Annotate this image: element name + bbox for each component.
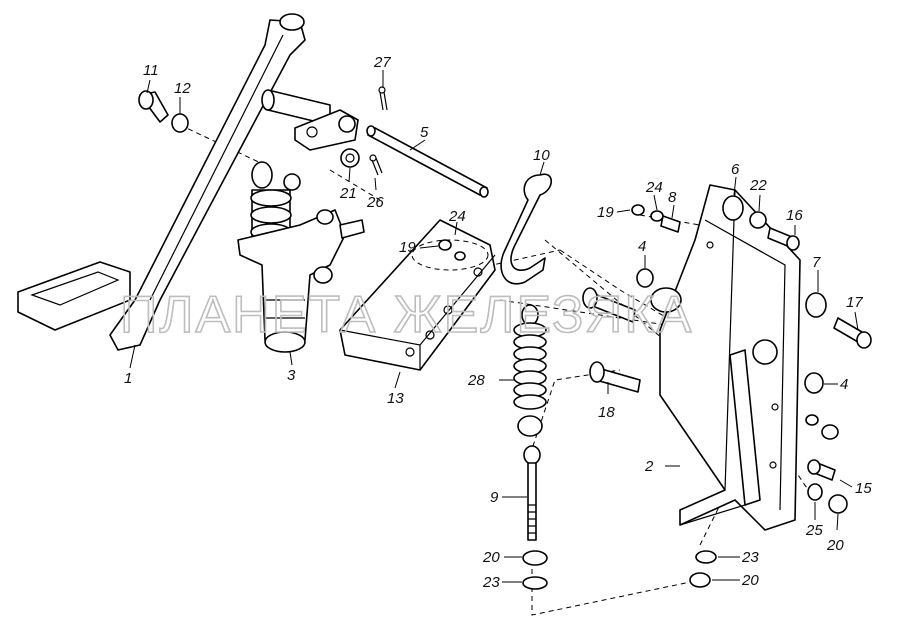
callout-4-right: 4 xyxy=(840,376,848,393)
nut-20-bottom xyxy=(689,572,711,588)
bolt-16 xyxy=(767,227,800,251)
bolt-11 xyxy=(138,90,169,123)
callout-19-right: 19 xyxy=(597,204,614,221)
washer-22 xyxy=(749,211,767,229)
callout-5: 5 xyxy=(420,124,429,141)
washer-4-left xyxy=(636,268,654,288)
washer-23-lower xyxy=(522,576,548,590)
callout-28: 28 xyxy=(467,372,485,389)
callout-13: 13 xyxy=(387,390,404,407)
callout-9: 9 xyxy=(490,489,499,506)
leader-lines xyxy=(129,70,859,583)
callout-3: 3 xyxy=(287,367,296,384)
callout-6: 6 xyxy=(731,161,740,178)
bolt-long-upper xyxy=(582,287,636,323)
callout-15: 15 xyxy=(855,480,872,497)
callout-10: 10 xyxy=(533,147,550,164)
callout-17: 17 xyxy=(846,294,863,311)
callout-16: 16 xyxy=(786,207,803,224)
callout-2: 2 xyxy=(644,458,654,475)
eye-bolt-9 xyxy=(523,445,541,541)
nut-right-a xyxy=(805,414,819,426)
callout-23-lower: 23 xyxy=(482,574,500,591)
hook-10 xyxy=(500,173,553,285)
callout-27: 27 xyxy=(373,54,391,71)
bolt-18 xyxy=(589,361,641,393)
washer-4-right xyxy=(804,372,824,394)
cotter-pin-27 xyxy=(378,86,388,111)
callout-24-right: 24 xyxy=(645,179,663,196)
washer-12 xyxy=(171,113,189,133)
callout-20-bottom: 20 xyxy=(741,572,759,589)
nut-19 xyxy=(631,204,645,216)
callout-1: 1 xyxy=(124,370,132,387)
bushing-7 xyxy=(805,292,827,318)
bushing-6 xyxy=(722,195,744,221)
bolt-15 xyxy=(807,459,836,481)
callout-18: 18 xyxy=(598,404,615,421)
callout-7: 7 xyxy=(812,254,821,271)
nut-20-right xyxy=(828,494,848,514)
castle-nut-21 xyxy=(340,148,360,168)
nut-right-b xyxy=(821,424,839,440)
callout-25: 25 xyxy=(805,522,823,539)
washer-24 xyxy=(650,210,664,222)
callout-labels: 11 12 27 5 10 21 26 24 19 1 3 13 28 9 20… xyxy=(124,54,872,591)
pin-8 xyxy=(660,215,681,233)
pedal-shaft xyxy=(261,89,359,151)
callout-8: 8 xyxy=(668,189,677,206)
callout-21: 21 xyxy=(339,185,357,202)
pedal-lever xyxy=(17,13,306,351)
callout-19-left: 19 xyxy=(399,239,416,256)
axle-pin-5 xyxy=(366,125,489,198)
master-cylinder xyxy=(237,161,365,353)
washer-23-right xyxy=(695,550,717,564)
callout-24-left: 24 xyxy=(448,208,466,225)
nut-20-lower xyxy=(522,550,548,566)
main-bracket-2 xyxy=(650,184,801,531)
callout-26: 26 xyxy=(366,194,384,211)
watermark: ПЛАНЕТА ЖЕЛЕЗЯКА xyxy=(120,286,693,344)
callout-11: 11 xyxy=(143,62,159,79)
spring-28 xyxy=(513,304,547,437)
callout-12: 12 xyxy=(174,80,191,97)
nut-washer-19-24-left xyxy=(411,239,489,271)
callout-20-lower: 20 xyxy=(482,549,500,566)
bolt-17 xyxy=(833,317,872,349)
callout-23-right: 23 xyxy=(741,549,759,566)
callout-4-left: 4 xyxy=(638,238,646,255)
callout-20-right: 20 xyxy=(826,537,844,554)
seal-ring xyxy=(283,173,301,191)
callout-22: 22 xyxy=(749,177,767,194)
washer-25 xyxy=(807,483,823,501)
cotter-pin-26 xyxy=(369,154,383,176)
